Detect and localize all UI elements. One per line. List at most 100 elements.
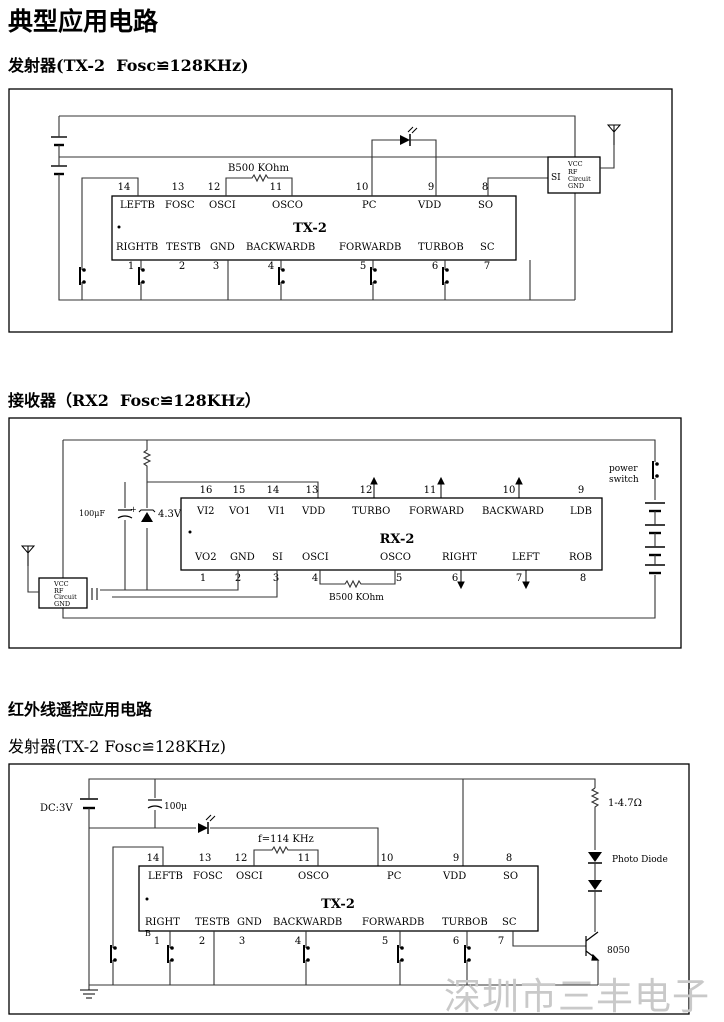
page-title: 典型应用电路	[8, 7, 159, 36]
tx-pin-num: 12	[208, 182, 221, 193]
ir-pin-name: TURBOB	[442, 917, 488, 928]
tx-pin-name: LEFTB	[120, 200, 155, 211]
rx-rf-block	[38, 577, 88, 609]
watermark: 深圳市三丰电子	[444, 975, 710, 1018]
rx-pin-num: 9	[578, 485, 584, 496]
ir-chip-name: TX-2	[321, 897, 355, 912]
ir-diode-label: Photo Diode	[612, 855, 668, 865]
tx-pin-num: 3	[213, 261, 219, 272]
tx-pin-name: TESTB	[166, 242, 201, 253]
rx-pin-num: 3	[273, 573, 279, 584]
rx-pin-name: VI2	[196, 506, 215, 517]
diagram-label: RF	[568, 168, 578, 176]
rx-resistor-label: B500 KOhm	[329, 593, 384, 603]
ir-resistor-label: f=114 KHz	[258, 834, 314, 845]
tx-frame	[8, 88, 673, 333]
rx-heading: 接收器（RX2 Fosc≌128KHz）	[8, 391, 261, 410]
rx-pin-name: TURBO	[352, 506, 390, 517]
ir-pin-num: 8	[506, 853, 512, 864]
ir-pin-name: LEFTB	[148, 871, 183, 882]
diagram-label: Circuit	[54, 593, 77, 601]
rx-pin-num: 4	[312, 573, 318, 584]
diagram-label: VCC	[567, 160, 583, 168]
tx-led-icon	[399, 126, 418, 147]
tx-pin-name: VDD	[417, 200, 441, 211]
rx-cap-icon: +	[117, 505, 137, 519]
rx-pin-name: BACKWARD	[482, 506, 544, 517]
ir-led-res-label: 1-4.7Ω	[608, 798, 642, 809]
tx-pin-name: OSCI	[209, 200, 236, 211]
rx-pin-name: VO1	[228, 506, 251, 517]
ir-pin-name: FOSC	[193, 871, 223, 882]
ir-pin-name: VDD	[442, 871, 466, 882]
tx-pin-num: 6	[432, 261, 438, 272]
tx-pin-num: 13	[172, 182, 185, 193]
rx-power-switch-icon	[652, 460, 660, 480]
tx-pin-name: PC	[362, 200, 377, 211]
ir-pin-name: PC	[387, 871, 402, 882]
ir-pin-name: SO	[503, 871, 518, 882]
rx-pin-name: ROB	[569, 552, 592, 563]
ir-heading: 红外线遥控应用电路	[8, 700, 153, 719]
rx-pin-name: LDB	[570, 506, 592, 517]
rx-pin-name: GND	[230, 552, 255, 563]
rx-pin-num: 5	[396, 573, 402, 584]
rx-pin-num: 14	[267, 485, 280, 496]
ir-pin-name: FORWARDB	[362, 917, 424, 928]
tx-pin-num: 9	[428, 182, 434, 193]
ir-pin-name: TESTB	[195, 917, 230, 928]
ir-pin-name: GND	[237, 917, 262, 928]
tx-pin-num: 10	[356, 182, 369, 193]
ir-pin-num: 14	[147, 853, 160, 864]
diagram-label: GND	[54, 600, 70, 608]
rx-power-label: switch	[609, 475, 639, 485]
rx-frame	[8, 417, 682, 649]
rx-pin-num: 11	[424, 485, 437, 496]
ir-led-icon	[197, 814, 216, 835]
tx-pin-name: SC	[480, 242, 495, 253]
ir-pin-name: OSCI	[236, 871, 263, 882]
tx-pin-num: 7	[484, 261, 490, 272]
rx-pin-name: VI1	[267, 506, 286, 517]
svg-text:+: +	[130, 505, 137, 514]
tx-pin-name: FORWARDB	[339, 242, 401, 253]
rx-pin-num: 12	[360, 485, 373, 496]
rx-zener-icon	[138, 509, 156, 522]
ir-pin-num: 3	[239, 936, 245, 947]
rx-antenna-icon	[21, 545, 35, 567]
tx-pin-num: 11	[270, 182, 283, 193]
ir-pin-num: 6	[453, 936, 459, 947]
tx-heading: 发射器(TX-2 Fosc≌128KHz)	[8, 56, 249, 75]
ir-frame	[8, 763, 690, 1015]
tx-chip-name: TX-2	[293, 221, 327, 236]
tx-pin-num: 1	[128, 261, 134, 272]
ir-pin-num: 12	[235, 853, 248, 864]
rx-pin-num: 1	[200, 573, 206, 584]
ir-pin-num: 9	[453, 853, 459, 864]
rx-pin-num: 6	[452, 573, 458, 584]
rx-output-arrows	[370, 476, 530, 590]
tx-pin-name: OSCO	[272, 200, 303, 211]
rx-pin-name: LEFT	[512, 552, 540, 563]
tx-pin-num: 8	[482, 182, 488, 193]
rx-pin-num: 15	[233, 485, 246, 496]
ir-pin-name: BACKWARDB	[273, 917, 342, 928]
ir-pin-num: 7	[498, 936, 504, 947]
tx-rf-block	[547, 156, 601, 194]
rx-pin-name: OSCI	[302, 552, 329, 563]
ir-pin-suffix: B	[145, 929, 151, 938]
ir-subheading: 发射器(TX-2 Fosc≌128KHz)	[8, 737, 226, 756]
tx-pin-num: 4	[268, 261, 274, 272]
rx-pin-num: 13	[306, 485, 319, 496]
ir-supply-label: DC:3V	[40, 803, 73, 814]
rx-pin-num: 16	[200, 485, 213, 496]
tx-pin-name: RIGHTB	[116, 242, 158, 253]
rx-pin-num: 8	[580, 573, 586, 584]
diagram-label: GND	[568, 182, 584, 190]
ir-transistor-icon	[585, 931, 600, 961]
ir-transistor-label: 8050	[607, 946, 630, 956]
tx-pin-name: BACKWARDB	[246, 242, 315, 253]
tx-pin-name: TURBOB	[418, 242, 464, 253]
tx-pin-num: 2	[179, 261, 185, 272]
